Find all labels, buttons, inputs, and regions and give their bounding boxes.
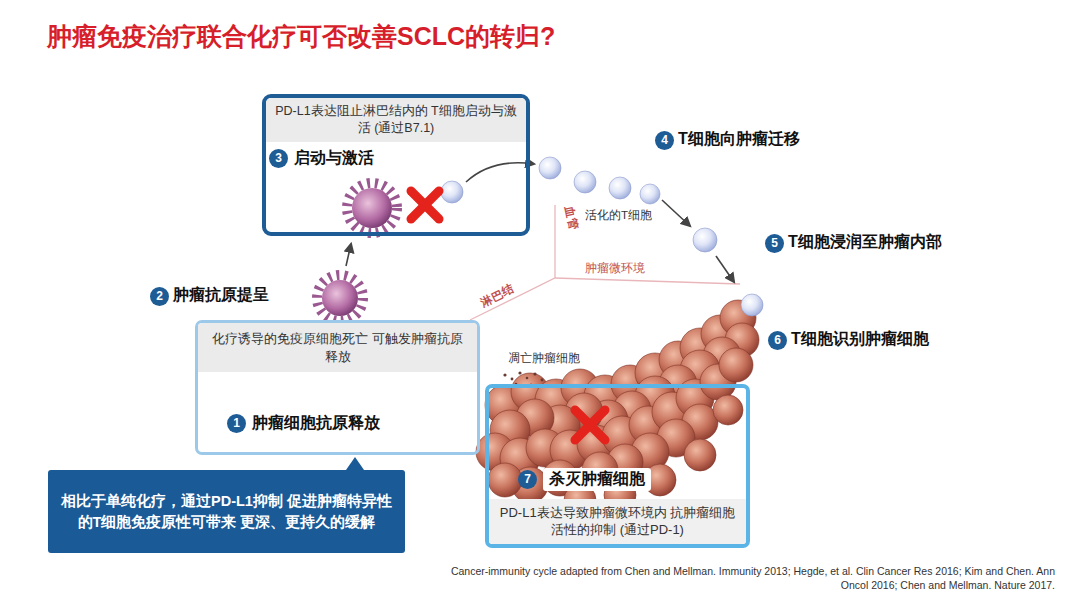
dendritic-cell-part <box>322 280 358 316</box>
callout-box: 相比于单纯化疗，通过PD-L1抑制 促进肿瘤特异性的T细胞免疫原性可带来 更深、… <box>48 470 405 553</box>
tumor-mass <box>476 300 759 516</box>
step-label: T细胞向肿瘤迁移 <box>678 129 800 150</box>
page-title: 肿瘤免疫治疗联合化疗可否改善SCLC的转归? <box>47 20 555 53</box>
t-cell-part <box>640 184 660 204</box>
block-cross-part <box>575 410 605 440</box>
box-footer: PD-L1表达导致肿瘤微环境内 抗肿瘤细胞活性的抑制 (通过PD-1) <box>489 499 746 544</box>
t-cell-part <box>741 294 763 316</box>
region-line <box>470 205 740 320</box>
step-title: 肿瘤细胞抗原释放 <box>252 413 380 434</box>
apoptotic-debris-part <box>503 373 506 376</box>
box-header: PD-L1表达阻止淋巴结内的 T细胞启动与激活 (通过B7.1) <box>266 98 526 142</box>
dendritic-cell <box>317 183 397 321</box>
t-cell-part <box>441 181 463 203</box>
step-label: T细胞识别肿瘤细胞 <box>791 329 929 350</box>
dendritic-cell-part <box>347 183 397 233</box>
t-cell <box>441 157 763 316</box>
step-box: 化疗诱导的免疫原细胞死亡 可触发肿瘤抗原释放肿瘤细胞抗原释放 <box>195 320 480 455</box>
t-cell-part <box>693 228 717 252</box>
region-line-part <box>470 278 740 320</box>
box-header: 化疗诱导的免疫原细胞死亡 可触发肿瘤抗原释放 <box>198 323 477 372</box>
cycle-arrow <box>346 163 734 282</box>
cell-label: 凋亡肿瘤细胞 <box>508 351 580 366</box>
apoptotic-debris-part <box>526 377 529 380</box>
tumor-mass-part <box>713 395 743 425</box>
step-label: T细胞浸润至肿瘤内部 <box>788 232 942 253</box>
dendritic-cell-part <box>317 275 363 321</box>
callout-number: 1 <box>227 414 246 433</box>
callout-text: 相比于单纯化疗，通过PD-L1抑制 促进肿瘤特异性的T细胞免疫原性可带来 更深、… <box>60 491 393 532</box>
t-cell-part <box>609 177 631 199</box>
region-label: 血管 <box>561 205 581 232</box>
apoptotic-debris-part <box>518 371 521 374</box>
pointer-connector <box>346 457 364 470</box>
step-box: PD-L1表达阻止淋巴结内的 T细胞启动与激活 (通过B7.1) 启动与激活 <box>262 94 530 236</box>
cycle-arrow-part <box>466 163 534 182</box>
block-cross-part <box>411 191 439 219</box>
cell-label: 活化的T细胞 <box>585 208 652 223</box>
callout-number: 5 <box>765 234 784 253</box>
reference-caption: Cancer-immunity cycle adapted from Chen … <box>430 564 1055 592</box>
step-label: 肿瘤抗原提呈 <box>173 285 269 306</box>
cycle-arrow-part <box>716 256 734 282</box>
callout-number: 6 <box>768 331 787 350</box>
apoptotic-debris-part <box>511 378 514 381</box>
step-title: 启动与激活 <box>294 148 374 169</box>
region-line-part <box>554 205 555 278</box>
callout-number: 3 <box>269 149 288 168</box>
callout-number: 7 <box>518 470 537 489</box>
block-cross-part <box>575 410 605 440</box>
block-cross-part <box>411 191 439 219</box>
cycle-arrow-part <box>346 244 351 266</box>
step-title: 杀灭肿瘤细胞 <box>543 468 651 491</box>
t-cell-part <box>539 157 561 179</box>
tumor-mass-part <box>488 463 522 497</box>
dendritic-cell-part <box>352 188 392 228</box>
arrow-head <box>346 457 364 470</box>
callout-number: 4 <box>655 131 674 150</box>
tumor-mass-part <box>719 348 753 382</box>
apoptotic-debris-part <box>533 372 536 375</box>
callout-number: 2 <box>150 287 169 306</box>
tumor-mass-part <box>684 439 716 471</box>
step-box: 杀灭肿瘤细胞 PD-L1表达导致肿瘤微环境内 抗肿瘤细胞活性的抑制 (通过PD-1… <box>485 384 750 548</box>
apoptotic-debris-part <box>541 379 544 382</box>
t-cell-part <box>574 171 596 193</box>
block-cross <box>411 191 605 440</box>
cycle-arrow-part <box>662 200 690 226</box>
region-label: 肿瘤微环境 <box>585 260 645 277</box>
